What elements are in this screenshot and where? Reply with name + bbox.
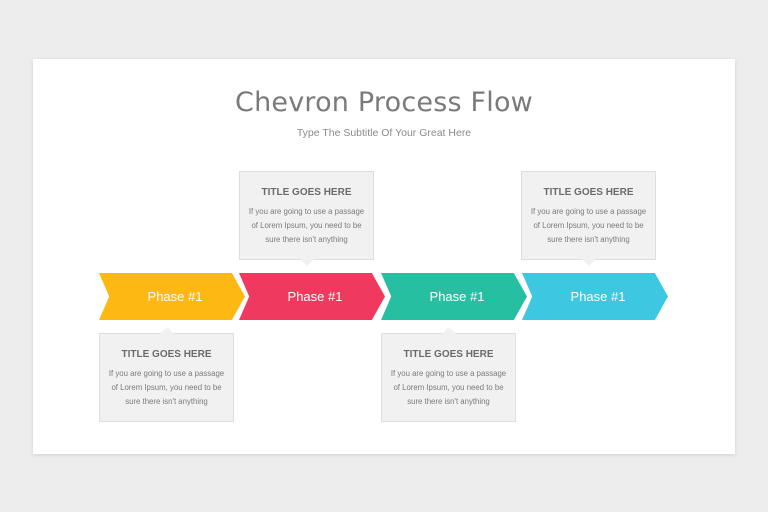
phase-2-label: Phase #1 [287, 289, 343, 304]
callout-phase-4: TITLE GOES HERE If you are going to use … [521, 171, 656, 266]
callout-body: If you are going to use a passage of Lor… [390, 369, 507, 406]
callout-title: TITLE GOES HERE [403, 349, 494, 360]
chevron-phase-1: Phase #1 [99, 273, 245, 320]
callout-body: If you are going to use a passage of Lor… [530, 207, 647, 244]
slide-title: Chevron Process Flow [235, 87, 533, 118]
callout-body: If you are going to use a passage of Lor… [108, 369, 225, 406]
chevron-phase-3: Phase #1 [381, 273, 527, 320]
callout-body: If you are going to use a passage of Lor… [248, 207, 365, 244]
callout-phase-2: TITLE GOES HERE If you are going to use … [239, 171, 374, 266]
phase-3-label: Phase #1 [429, 289, 485, 304]
callout-title: TITLE GOES HERE [121, 349, 212, 360]
callout-title: TITLE GOES HERE [261, 187, 352, 198]
callout-title: TITLE GOES HERE [543, 187, 634, 198]
chevron-process-flow: Phase #1 Phase #1 Phase #1 Phase #1 [33, 59, 735, 454]
callout-phase-3: TITLE GOES HERE If you are going to use … [381, 327, 516, 422]
slide-subtitle: Type The Subtitle Of Your Great Here [296, 127, 472, 139]
phase-4-label: Phase #1 [570, 289, 626, 304]
chevron-phase-4: Phase #1 [522, 273, 668, 320]
chevron-phase-2: Phase #1 [239, 273, 385, 320]
phase-1-label: Phase #1 [147, 289, 203, 304]
slide: Chevron Process Flow Type The Subtitle O… [33, 59, 735, 454]
callout-phase-1: TITLE GOES HERE If you are going to use … [99, 327, 234, 422]
